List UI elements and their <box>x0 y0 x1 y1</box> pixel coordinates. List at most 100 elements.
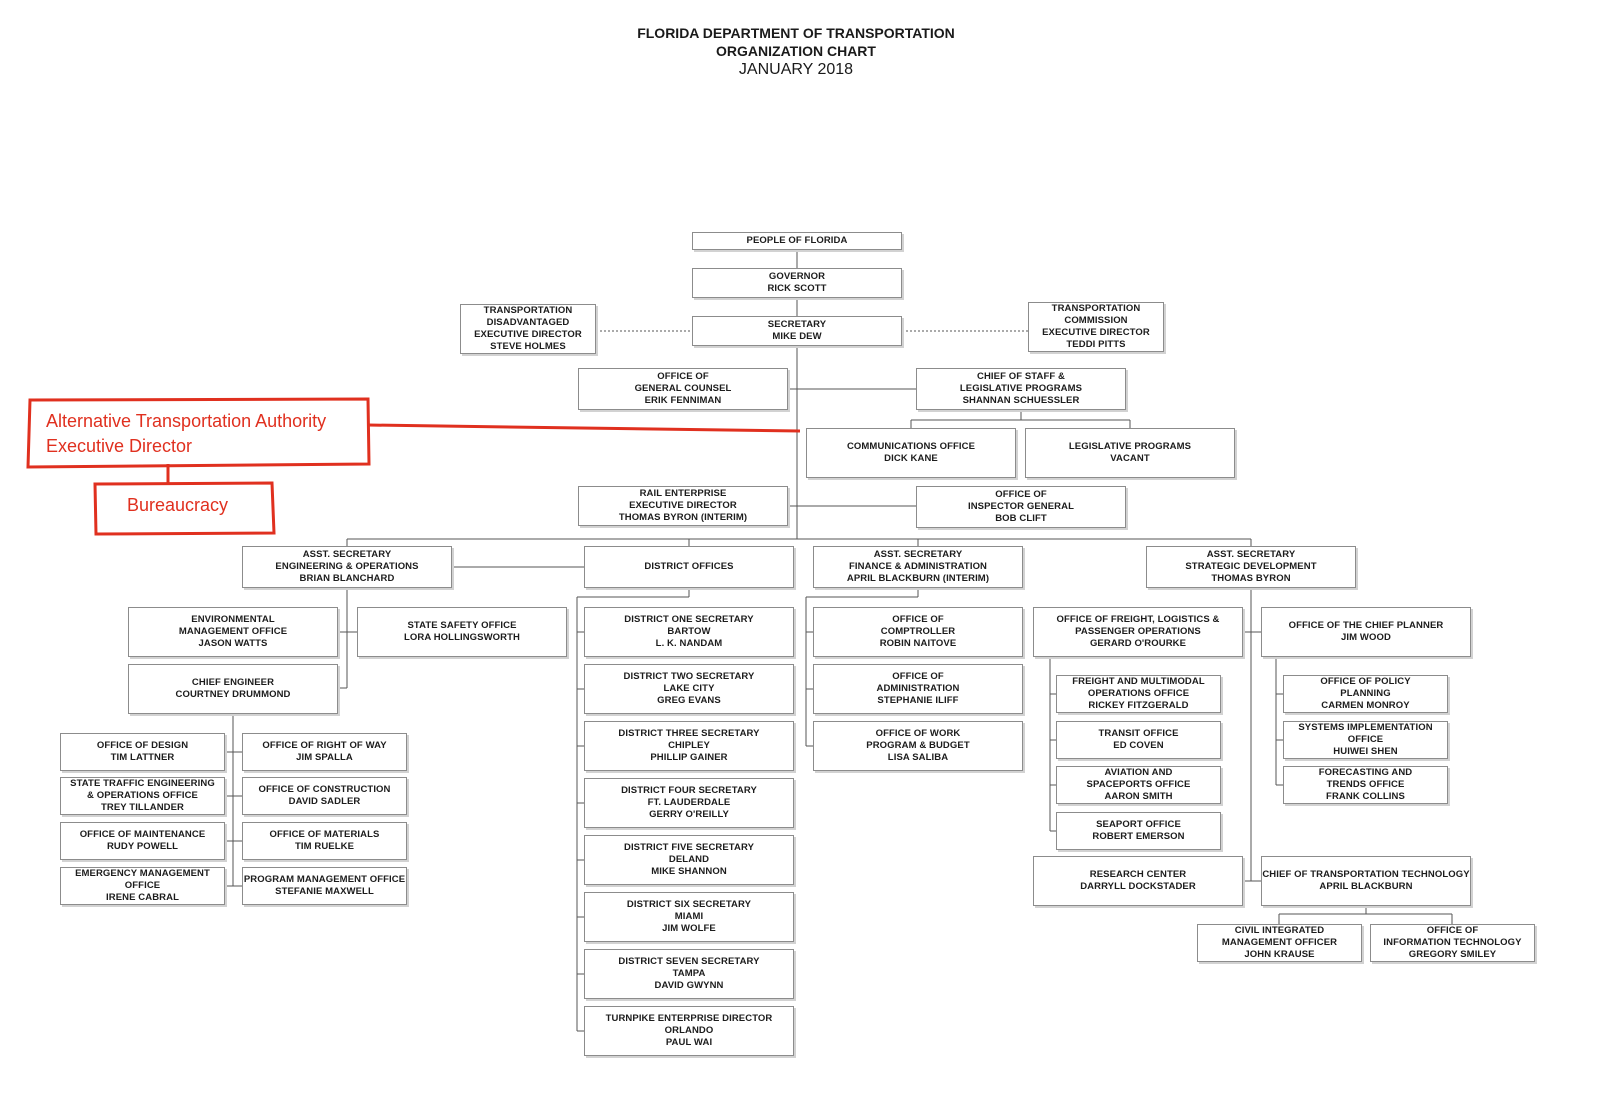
org-box-text: TIM LATTNER <box>110 752 175 763</box>
org-box-text: DISTRICT SIX SECRETARY <box>626 899 752 910</box>
org-box-text: OFFICE OF RIGHT OF WAY <box>262 740 387 751</box>
org-box-text: AARON SMITH <box>1104 791 1173 802</box>
org-box-text: MIKE SHANNON <box>651 866 727 877</box>
org-box-text: OPERATIONS OFFICE <box>1087 688 1190 699</box>
org-box-text: CHIEF OF STAFF & <box>977 371 1065 382</box>
org-box-text: AVIATION AND <box>1104 767 1173 778</box>
org-box-text: PEOPLE OF FLORIDA <box>746 235 848 246</box>
org-box-people: PEOPLE OF FLORIDA <box>692 232 902 250</box>
org-box-text: ASST. SECRETARY <box>873 549 963 560</box>
org-box-text: SHANNAN SCHUESSLER <box>962 395 1080 406</box>
org-box-text: PAUL WAI <box>665 1037 713 1048</box>
org-box-text: LORA HOLLINGSWORTH <box>404 632 520 643</box>
org-box-text: DELAND <box>668 854 710 865</box>
org-box-traffic: STATE TRAFFIC ENGINEERING& OPERATIONS OF… <box>60 777 225 815</box>
org-box-text: OFFICE OF FREIGHT, LOGISTICS & <box>1056 614 1220 625</box>
org-box-text: EXECUTIVE DIRECTOR <box>1042 327 1150 338</box>
org-box-text: JOHN KRAUSE <box>1244 949 1315 960</box>
org-box-text: ROBIN NAITOVE <box>879 638 957 649</box>
org-box-text: DAVID GWYNN <box>654 980 724 991</box>
org-box-text: OFFICE <box>1347 734 1384 745</box>
org-box-text: JIM WOOD <box>1341 632 1391 643</box>
org-box-text: CHIEF OF TRANSPORTATION TECHNOLOGY <box>1262 869 1470 880</box>
chart-title-line2: ORGANIZATION CHART <box>716 43 876 59</box>
org-box-text: OFFICE OF POLICY <box>1320 676 1411 687</box>
org-box-text: OFFICE OF <box>892 614 944 625</box>
org-box-text: SEAPORT OFFICE <box>1096 819 1181 830</box>
org-box-text: RICKEY FITZGERALD <box>1088 700 1189 711</box>
org-box-text: STEVE HOLMES <box>490 341 566 352</box>
org-box-text: VACANT <box>1110 453 1150 464</box>
org-box-text: JIM WOLFE <box>662 923 716 934</box>
org-box-text: PLANNING <box>1340 688 1391 699</box>
org-box-text: GERRY O'REILLY <box>649 809 729 820</box>
org-box-text: L. K. NANDAM <box>655 638 723 649</box>
org-box-text: FREIGHT AND MULTIMODAL <box>1072 676 1205 687</box>
org-box-text: ASST. SECRETARY <box>1206 549 1296 560</box>
org-box-text: ENGINEERING & OPERATIONS <box>275 561 419 572</box>
org-box-text: TAMPA <box>672 968 706 979</box>
org-box-text: SYSTEMS IMPLEMENTATION <box>1298 722 1433 733</box>
org-box-text: OFFICE OF <box>892 671 944 682</box>
org-box-freight: OFFICE OF FREIGHT, LOGISTICS &PASSENGER … <box>1033 607 1243 657</box>
org-box-text: OFFICE OF DESIGN <box>96 740 189 751</box>
org-box-text: STATE TRAFFIC ENGINEERING <box>70 778 215 789</box>
org-box-text: MANAGEMENT OFFICE <box>178 626 288 637</box>
org-box-text: CHIEF ENGINEER <box>191 677 275 688</box>
org-box-district-offices: DISTRICT OFFICES <box>584 546 794 588</box>
org-box-text: TRANSIT OFFICE <box>1098 728 1179 739</box>
org-box-text: OFFICE OF <box>657 371 709 382</box>
org-box-text: SPACEPORTS OFFICE <box>1086 779 1191 790</box>
org-box-text: THOMAS BYRON (INTERIM) <box>618 512 748 523</box>
org-box-text: LAKE CITY <box>663 683 715 694</box>
org-box-text: DICK KANE <box>884 453 938 464</box>
org-box-text: ERIK FENNIMAN <box>644 395 722 406</box>
org-box-text: OFFICE OF MAINTENANCE <box>79 829 206 840</box>
org-box-text: STRATEGIC DEVELOPMENT <box>1185 561 1317 572</box>
org-box-text: JASON WATTS <box>198 638 268 649</box>
org-box-text: RAIL ENTERPRISE <box>639 488 727 499</box>
org-box-text: PROGRAM MANAGEMENT OFFICE <box>243 874 406 885</box>
org-box-text: INFORMATION TECHNOLOGY <box>1383 937 1522 948</box>
org-box-text: THOMAS BYRON <box>1211 573 1291 584</box>
org-box-text: CIVIL INTEGRATED <box>1234 925 1325 936</box>
org-box-text: COURTNEY DRUMMOND <box>175 689 291 700</box>
org-box-text: PROGRAM & BUDGET <box>866 740 970 751</box>
org-box-text: OFFICE OF WORK <box>875 728 961 739</box>
org-box-text: CARMEN MONROY <box>1321 700 1410 711</box>
org-box-text: HUIWEI SHEN <box>1333 746 1398 757</box>
org-box-text: LEGISLATIVE PROGRAMS <box>1068 441 1192 452</box>
annotation-bureaucracy: Bureaucracy <box>127 495 229 515</box>
chart-title-block: FLORIDA DEPARTMENT OF TRANSPORTATION ORG… <box>0 24 1592 80</box>
org-box-text: DARRYLL DOCKSTADER <box>1080 881 1196 892</box>
org-box-text: STEFANIE MAXWELL <box>275 886 374 897</box>
chart-date: JANUARY 2018 <box>738 61 854 78</box>
org-box-text: DISTRICT OFFICES <box>644 561 734 572</box>
org-box-text: FT. LAUDERDALE <box>647 797 731 808</box>
org-box-text: PHILLIP GAINER <box>650 752 728 763</box>
org-box-text: RUDY POWELL <box>106 841 179 852</box>
org-box-text: ADMINISTRATION <box>876 683 960 694</box>
org-box-text: GOVERNOR <box>768 271 826 282</box>
